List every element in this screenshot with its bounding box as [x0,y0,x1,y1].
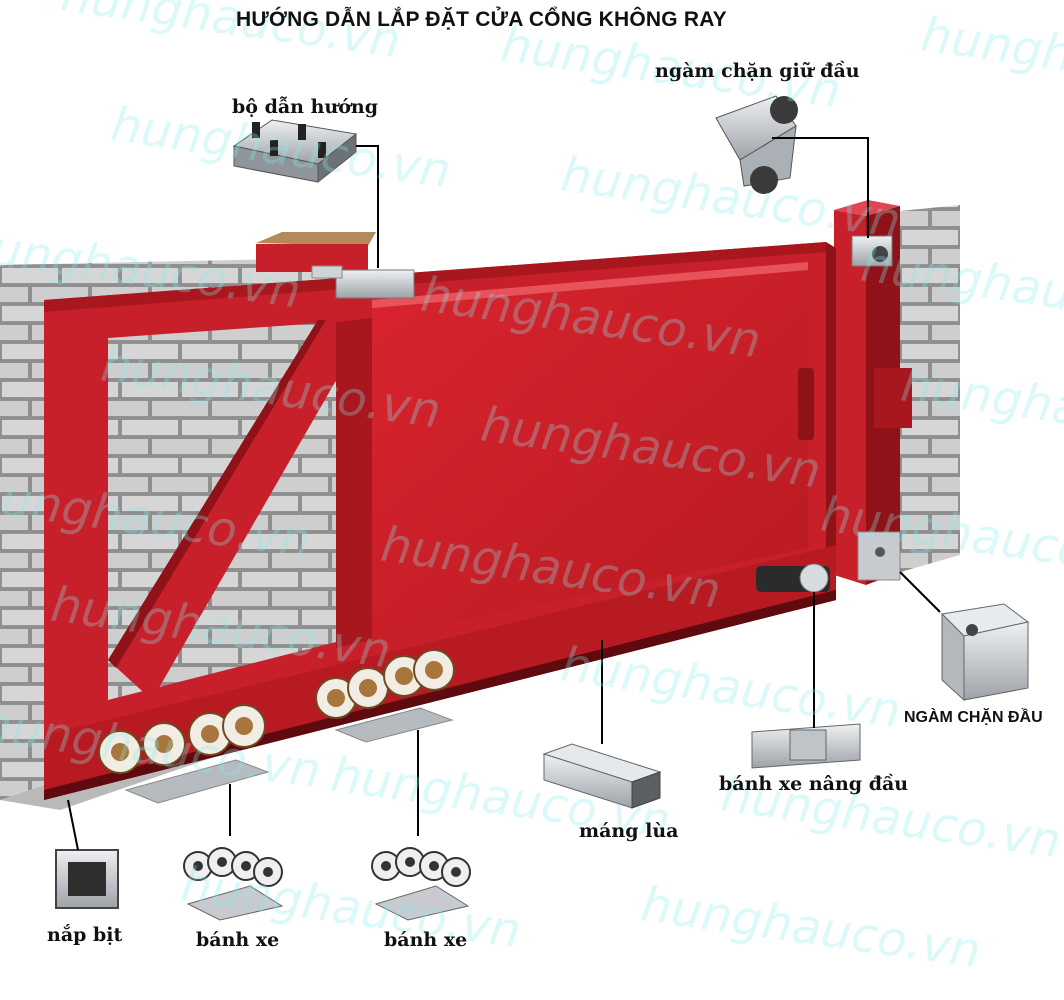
leader-end-stop [900,572,940,612]
top-holder-mounted [852,236,892,266]
label-lift-wheel: bánh xe nâng đầu [719,773,908,795]
label-wheel-set-1: bánh xe [196,929,279,951]
label-track: máng lùa [579,820,678,842]
end-stop-part [942,604,1028,700]
lift-wheel-part [752,724,860,768]
top-holder-part [716,96,798,194]
label-top-holder: ngàm chặn giữ đầu [655,60,860,82]
leader-cap [68,800,78,850]
diagram-title: HƯỚNG DẪN LẮP ĐẶT CỬA CỔNG KHÔNG RAY [236,8,727,32]
label-guide-unit: bộ dẫn hướng [232,96,378,118]
end-cap-part [56,850,118,908]
wheel-set-part-2 [372,848,470,920]
label-end-cap: nắp bịt [47,924,122,946]
wheel-set-part-1 [184,848,282,920]
label-wheel-set-2: bánh xe [384,929,467,951]
lift-wheel-mounted [756,564,830,592]
guide-unit-part [234,120,356,182]
track-part [544,744,660,808]
label-end-stop: NGÀM CHẶN ĐẦU [904,709,1043,727]
